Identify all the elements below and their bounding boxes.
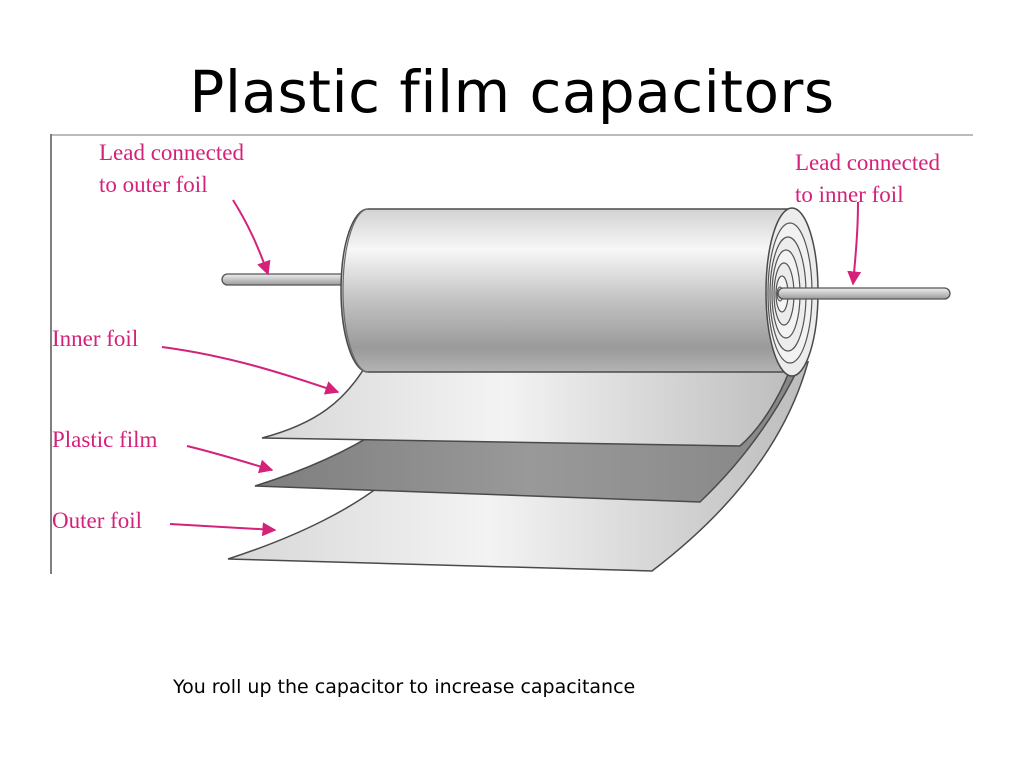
capacitor-roll-body: [340, 208, 793, 373]
arrow-lead-inner: [847, 201, 862, 286]
label-lead-outer-line1: Lead connected: [99, 140, 244, 165]
right-lead-wire: [777, 287, 951, 300]
label-outer-foil: Outer foil: [52, 508, 142, 533]
label-lead-inner-line1: Lead connected: [795, 150, 940, 175]
left-lead-wire: [221, 273, 348, 286]
slide-caption: You roll up the capacitor to increase ca…: [173, 676, 636, 698]
label-inner-foil: Inner foil: [52, 326, 138, 351]
arrow-inner-foil: [161, 346, 340, 395]
capacitor-diagram: Lead connected to outer foil Lead connec…: [50, 134, 973, 574]
arrow-outer-foil: [169, 522, 277, 537]
roll-left-edge: [342, 208, 369, 373]
arrow-lead-outer: [232, 199, 271, 276]
arrow-plastic-film: [186, 445, 274, 474]
capacitor-diagram-svg: Lead connected to outer foil Lead connec…: [50, 134, 973, 574]
label-lead-outer-line2: to outer foil: [99, 172, 208, 197]
label-lead-inner-line2: to inner foil: [795, 182, 904, 207]
label-plastic-film: Plastic film: [52, 427, 158, 452]
slide-title: Plastic film capacitors: [189, 58, 835, 126]
